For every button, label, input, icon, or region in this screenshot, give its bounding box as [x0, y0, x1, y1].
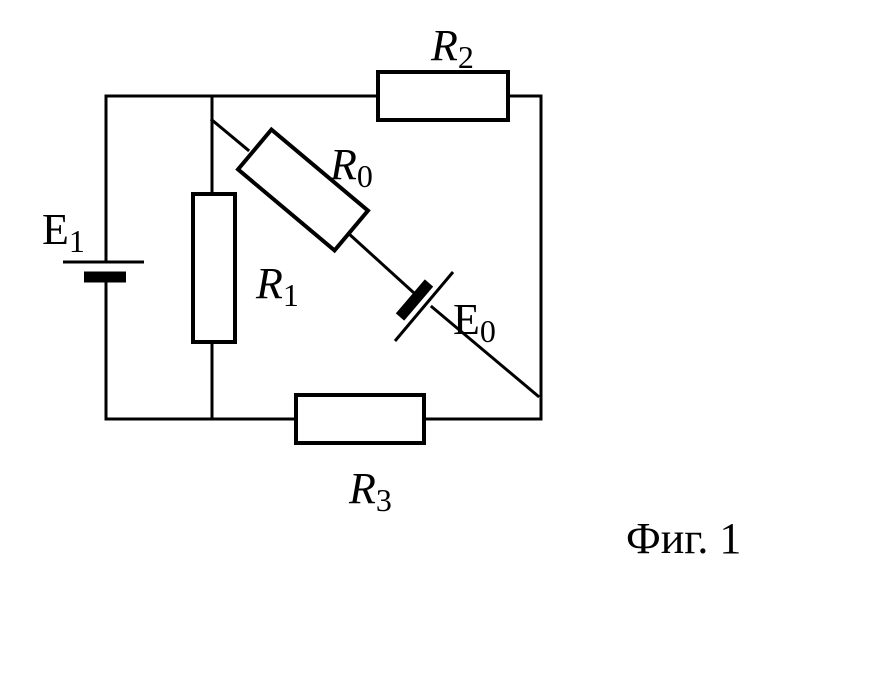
figure-caption: Фиг. 1: [626, 514, 742, 563]
resistor-r1: [191, 192, 237, 344]
resistor-r2: [376, 70, 510, 122]
label-r1: R1: [255, 259, 299, 313]
source-e0-short-plate: [395, 279, 434, 321]
resistor-r0: [235, 126, 371, 254]
wire-diagonal-2: [345, 230, 417, 296]
resistor-r3: [294, 393, 426, 445]
label-r2: R2: [430, 21, 474, 75]
label-r0: R0: [329, 140, 373, 194]
label-e0: E0: [453, 295, 496, 349]
label-r3: R3: [348, 464, 392, 518]
wire-diagonal-1: [209, 117, 251, 153]
source-e0-long-plate: [393, 271, 455, 342]
label-e1: E1: [42, 205, 85, 259]
wire-diagonal-3: [429, 304, 541, 399]
